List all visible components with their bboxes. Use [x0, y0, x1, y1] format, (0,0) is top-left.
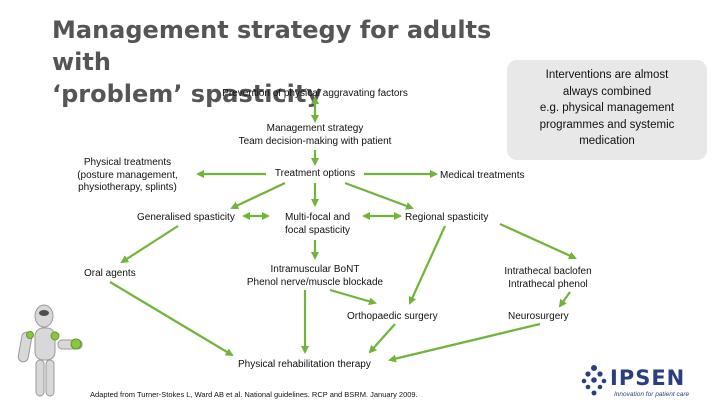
- arrow-treatment-generalised: [232, 183, 285, 208]
- ipsen-logo-mark-icon: [580, 364, 608, 398]
- node-physical-treatments: Physical treatments (posture management,…: [60, 157, 195, 195]
- arrow-regional-intrathecal: [500, 224, 575, 258]
- arrow-orthopaedic-rehab: [370, 324, 395, 352]
- arrow-neurosurgery-rehab: [390, 324, 540, 360]
- arrow-generalised-oral: [122, 226, 178, 262]
- arrow-intrathecal-neurosurgery: [560, 292, 570, 306]
- source-footnote: Adapted from Turner-Stokes L, Ward AB et…: [90, 390, 418, 399]
- node-rehab-therapy: Physical rehabilitation therapy: [238, 359, 371, 372]
- node-multifocal-spasticity: Multi-focal and focal spasticity: [270, 212, 365, 237]
- humanoid-robot-figure-icon: [8, 300, 88, 400]
- node-intramuscular: Intramuscular BoNT Phenol nerve/muscle b…: [230, 264, 400, 289]
- arrow-oral-rehab: [110, 282, 232, 355]
- node-treatment-options: Treatment options: [265, 168, 365, 181]
- node-neurosurgery: Neurosurgery: [508, 311, 569, 324]
- node-intrathecal: Intrathecal baclofen Intrathecal phenol: [478, 266, 618, 291]
- ipsen-tagline: Innovation for patient care: [614, 391, 689, 398]
- arrow-intramuscular-orthopaedic: [330, 290, 375, 303]
- node-orthopaedic-surgery: Orthopaedic surgery: [347, 311, 438, 324]
- ipsen-wordmark: IPSEN: [610, 366, 685, 390]
- node-oral-agents: Oral agents: [84, 268, 136, 281]
- ipsen-logo: IPSEN Innovation for patient care: [580, 362, 710, 402]
- arrow-treatment-regional: [345, 183, 412, 208]
- arrow-regional-orthopaedic: [410, 226, 445, 303]
- node-prevention: Prevention of physical aggravating facto…: [210, 88, 420, 101]
- node-generalised-spasticity: Generalised spasticity: [137, 212, 235, 225]
- node-management-strategy: Management strategy Team decision-making…: [215, 123, 415, 148]
- node-regional-spasticity: Regional spasticity: [405, 212, 488, 225]
- node-medical-treatments: Medical treatments: [440, 170, 524, 183]
